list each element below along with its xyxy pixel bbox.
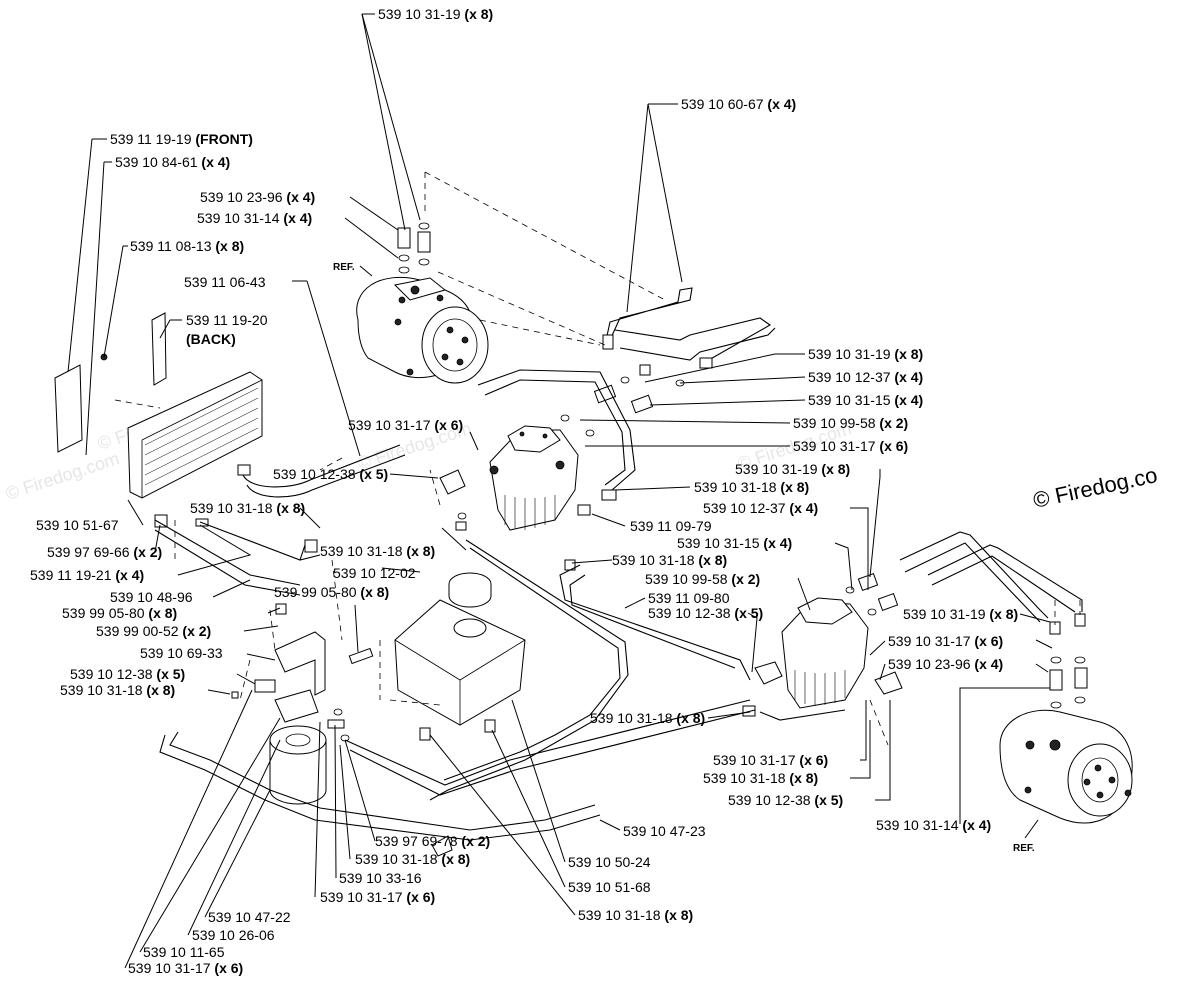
label-54: 539 10 31-17 (x 6) bbox=[320, 889, 435, 905]
label-6: 539 10 31-14 (x 4) bbox=[197, 210, 312, 226]
label-8: 539 11 06-43 bbox=[184, 274, 266, 290]
oil-filter bbox=[269, 689, 327, 805]
dashed-assembly-lines bbox=[114, 171, 1081, 746]
fittings-right-motor bbox=[1049, 656, 1088, 709]
label-11: 539 10 31-19 (x 8) bbox=[808, 346, 923, 362]
label-46: 539 10 12-38 (x 5) bbox=[728, 792, 843, 808]
label-50: 539 10 31-18 (x 8) bbox=[355, 851, 470, 867]
label-27: 539 10 31-18 (x 8) bbox=[320, 543, 435, 559]
fittings-left-motor bbox=[397, 222, 431, 274]
fittings-upper-pump bbox=[439, 376, 685, 516]
label-4: 539 10 84-61 (x 4) bbox=[115, 154, 230, 170]
label-33: 539 11 09-80 bbox=[648, 590, 730, 606]
label-17: 539 10 31-19 (x 8) bbox=[735, 461, 850, 477]
label-59: 539 10 31-17 (x 6) bbox=[128, 960, 243, 976]
oil-cooler bbox=[54, 312, 263, 499]
label-10: (BACK) bbox=[186, 331, 236, 347]
label-1: 539 10 31-19 (x 8) bbox=[378, 6, 493, 22]
label-30: 539 10 31-18 (x 8) bbox=[612, 552, 727, 568]
label-3: 539 11 19-19 (FRONT) bbox=[110, 131, 253, 147]
label-39: 539 99 00-52 (x 2) bbox=[96, 623, 211, 639]
label-16: 539 10 31-17 (x 6) bbox=[793, 438, 908, 454]
label-19: 539 10 12-37 (x 4) bbox=[703, 500, 818, 516]
label-9: 539 11 19-20 bbox=[186, 312, 268, 328]
label-43: 539 10 31-18 (x 8) bbox=[590, 710, 705, 726]
return-pipe-top bbox=[602, 287, 776, 376]
label-20: 539 11 09-79 bbox=[630, 518, 712, 534]
label-48: 539 10 31-14 (x 4) bbox=[876, 817, 991, 833]
label-41: 539 10 12-38 (x 5) bbox=[70, 666, 185, 682]
label-24: 539 97 69-66 (x 2) bbox=[47, 544, 162, 560]
fittings-right-pump bbox=[754, 572, 903, 695]
label-7: 539 11 08-13 (x 8) bbox=[130, 238, 244, 254]
part-labels: 539 10 31-19 (x 8) 539 10 60-67 (x 4) 53… bbox=[30, 6, 1035, 976]
label-28: 539 10 12-02 bbox=[333, 565, 416, 581]
label-31: 539 10 31-15 (x 4) bbox=[677, 535, 792, 551]
label-21: 539 10 12-38 (x 5) bbox=[273, 466, 388, 482]
hoses bbox=[154, 369, 846, 841]
label-47: 539 10 47-23 bbox=[623, 823, 706, 839]
hydraulic-motor-right bbox=[999, 709, 1133, 824]
label-35: 539 10 31-19 (x 8) bbox=[903, 606, 1018, 622]
hydraulic-tank bbox=[394, 572, 526, 726]
label-49: 539 97 69-78 (x 2) bbox=[375, 833, 490, 849]
label-40: 539 10 69-33 bbox=[140, 645, 223, 661]
label-32: 539 10 99-58 (x 2) bbox=[645, 571, 760, 587]
pump-lower bbox=[781, 597, 869, 709]
return-pipe-right bbox=[899, 531, 1086, 635]
label-56: 539 10 47-22 bbox=[208, 909, 291, 925]
label-37: 539 10 23-96 (x 4) bbox=[888, 656, 1003, 672]
label-15: 539 10 31-17 (x 6) bbox=[348, 417, 463, 433]
ref-label-right: REF. bbox=[1013, 843, 1035, 854]
label-5: 539 10 23-96 (x 4) bbox=[200, 189, 315, 205]
label-26: 539 10 48-96 bbox=[110, 589, 193, 605]
label-29: 539 99 05-80 (x 8) bbox=[274, 584, 389, 600]
label-38: 539 99 05-80 (x 8) bbox=[62, 605, 177, 621]
watermark-faint-1: © Firedog.com bbox=[3, 448, 122, 504]
label-36: 539 10 31-17 (x 6) bbox=[888, 633, 1003, 649]
mounting-bracket bbox=[274, 603, 374, 696]
label-45: 539 10 31-18 (x 8) bbox=[703, 770, 818, 786]
pump-upper bbox=[489, 425, 579, 531]
label-14: 539 10 99-58 (x 2) bbox=[793, 415, 908, 431]
label-51: 539 10 50-24 bbox=[568, 854, 651, 870]
leader-lines bbox=[67, 13, 1053, 969]
label-42: 539 10 31-18 (x 8) bbox=[60, 682, 175, 698]
label-25: 539 11 19-21 (x 4) bbox=[30, 567, 144, 583]
label-34: 539 10 12-38 (x 5) bbox=[648, 605, 763, 621]
label-23: 539 10 51-67 bbox=[36, 517, 119, 533]
ref-label-left: REF. bbox=[333, 262, 355, 273]
watermark-main: © Firedog.co bbox=[1031, 462, 1160, 513]
label-53: 539 10 51-68 bbox=[568, 879, 651, 895]
label-13: 539 10 31-15 (x 4) bbox=[808, 392, 923, 408]
label-2: 539 10 60-67 (x 4) bbox=[681, 96, 796, 112]
label-22: 539 10 31-18 (x 8) bbox=[190, 500, 305, 516]
label-12: 539 10 12-37 (x 4) bbox=[808, 369, 923, 385]
hydraulic-motor-left bbox=[356, 276, 489, 384]
label-18: 539 10 31-18 (x 8) bbox=[694, 479, 809, 495]
label-57: 539 10 26-06 bbox=[192, 927, 275, 943]
label-55: 539 10 31-18 (x 8) bbox=[578, 907, 693, 923]
label-44: 539 10 31-17 (x 6) bbox=[713, 752, 828, 768]
label-58: 539 10 11-65 bbox=[143, 944, 225, 960]
label-52: 539 10 33-16 bbox=[339, 870, 422, 886]
